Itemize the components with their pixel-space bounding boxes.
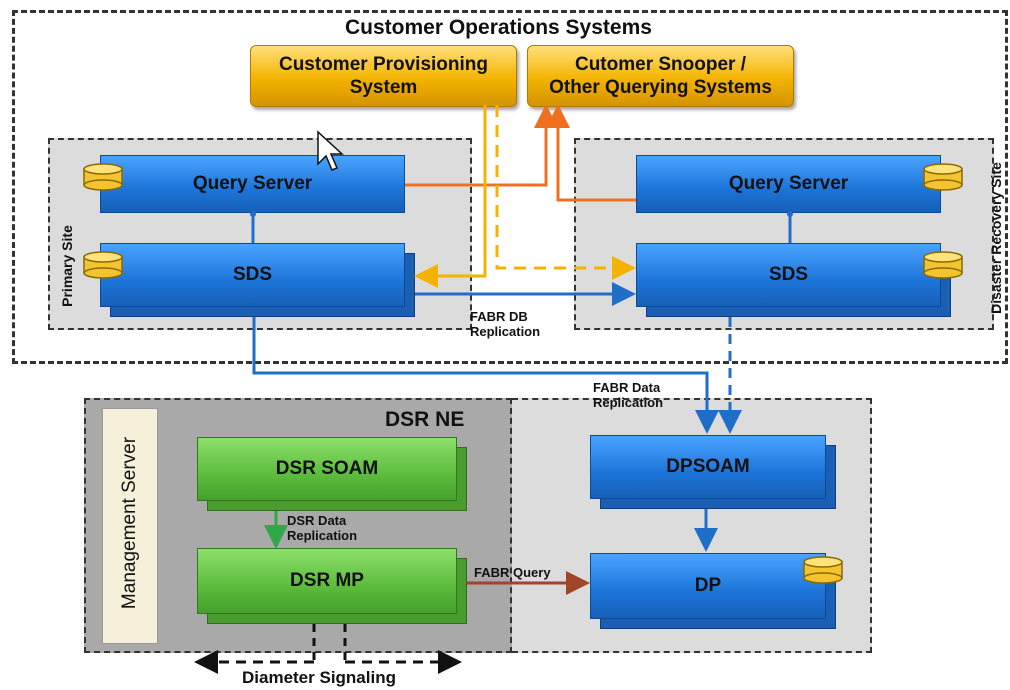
dr-query-server[interactable]: Query Server: [636, 155, 941, 213]
dsr-mp-label: DSR MP: [290, 570, 364, 591]
dr-sds-label: SDS: [768, 264, 809, 285]
primary-query-server[interactable]: Query Server: [100, 155, 405, 213]
customer-operations-boundary: [12, 10, 1008, 364]
dpsoam-label: DPSOAM: [666, 456, 750, 477]
fabr-db-replication-label: FABR DB Replication: [470, 309, 540, 339]
mouse-cursor-icon: [317, 130, 344, 171]
dsr-mp[interactable]: DSR MP: [197, 548, 457, 614]
dsr-soam[interactable]: DSR SOAM: [197, 437, 457, 501]
fabr-data-label-line2: Replication: [593, 395, 664, 410]
dr-query-server-label: Query Server: [728, 173, 849, 194]
provisioning-line1: Customer Provisioning: [278, 54, 489, 75]
snooper-line2: Other Querying Systems: [549, 77, 772, 98]
dp-label: DP: [694, 575, 722, 596]
snooper-line1: Cutomer Snooper /: [574, 54, 746, 75]
dsr-data-replication-label: DSR Data Replication: [287, 513, 357, 543]
primary-sds[interactable]: SDS: [100, 243, 405, 307]
dsr-data-label-line2: Replication: [287, 528, 358, 543]
dp[interactable]: DP: [590, 553, 826, 619]
fabr-data-label-line1: FABR Data: [593, 380, 661, 395]
management-server-panel: [102, 408, 158, 644]
primary-query-to-snooper-arrow: [405, 104, 558, 187]
dp-db-icon: [803, 556, 843, 584]
customer-operations-title: Customer Operations Systems: [345, 16, 652, 39]
fabr-db-label-line2: Replication: [470, 324, 541, 339]
customer-snooper-system[interactable]: Cutomer Snooper / Other Querying Systems: [527, 45, 794, 107]
fabr-data-replication-label: FABR Data Replication: [593, 380, 663, 410]
dsr-data-label-line1: DSR Data: [287, 513, 347, 528]
diameter-signaling-label: Diameter Signaling: [242, 668, 396, 687]
dr-query-db-icon: [923, 163, 963, 191]
dsr-soam-label: DSR SOAM: [275, 458, 379, 479]
fabr-query-label: FABR Query: [474, 565, 551, 580]
provisioning-line2: System: [349, 77, 418, 98]
primary-sds-label: SDS: [232, 264, 273, 285]
dr-sds-db-icon: [923, 251, 963, 279]
fabr-data-replication-arrow: [252, 317, 719, 434]
primary-query-db-icon: [83, 163, 123, 191]
primary-query-server-label: Query Server: [192, 173, 313, 194]
primary-sds-db-icon: [83, 251, 123, 279]
fabr-db-label-line1: FABR DB: [470, 309, 528, 324]
provisioning-to-primary-sds-arrow: [414, 105, 487, 288]
dr-query-to-snooper-arrow: [546, 104, 636, 202]
provisioning-to-dr-sds-arrow: [495, 105, 636, 280]
dr-sds[interactable]: SDS: [636, 243, 941, 307]
dpsoam[interactable]: DPSOAM: [590, 435, 826, 499]
dsr-ne-title: DSR NE: [385, 408, 465, 431]
customer-provisioning-system[interactable]: Customer Provisioning System: [250, 45, 517, 107]
